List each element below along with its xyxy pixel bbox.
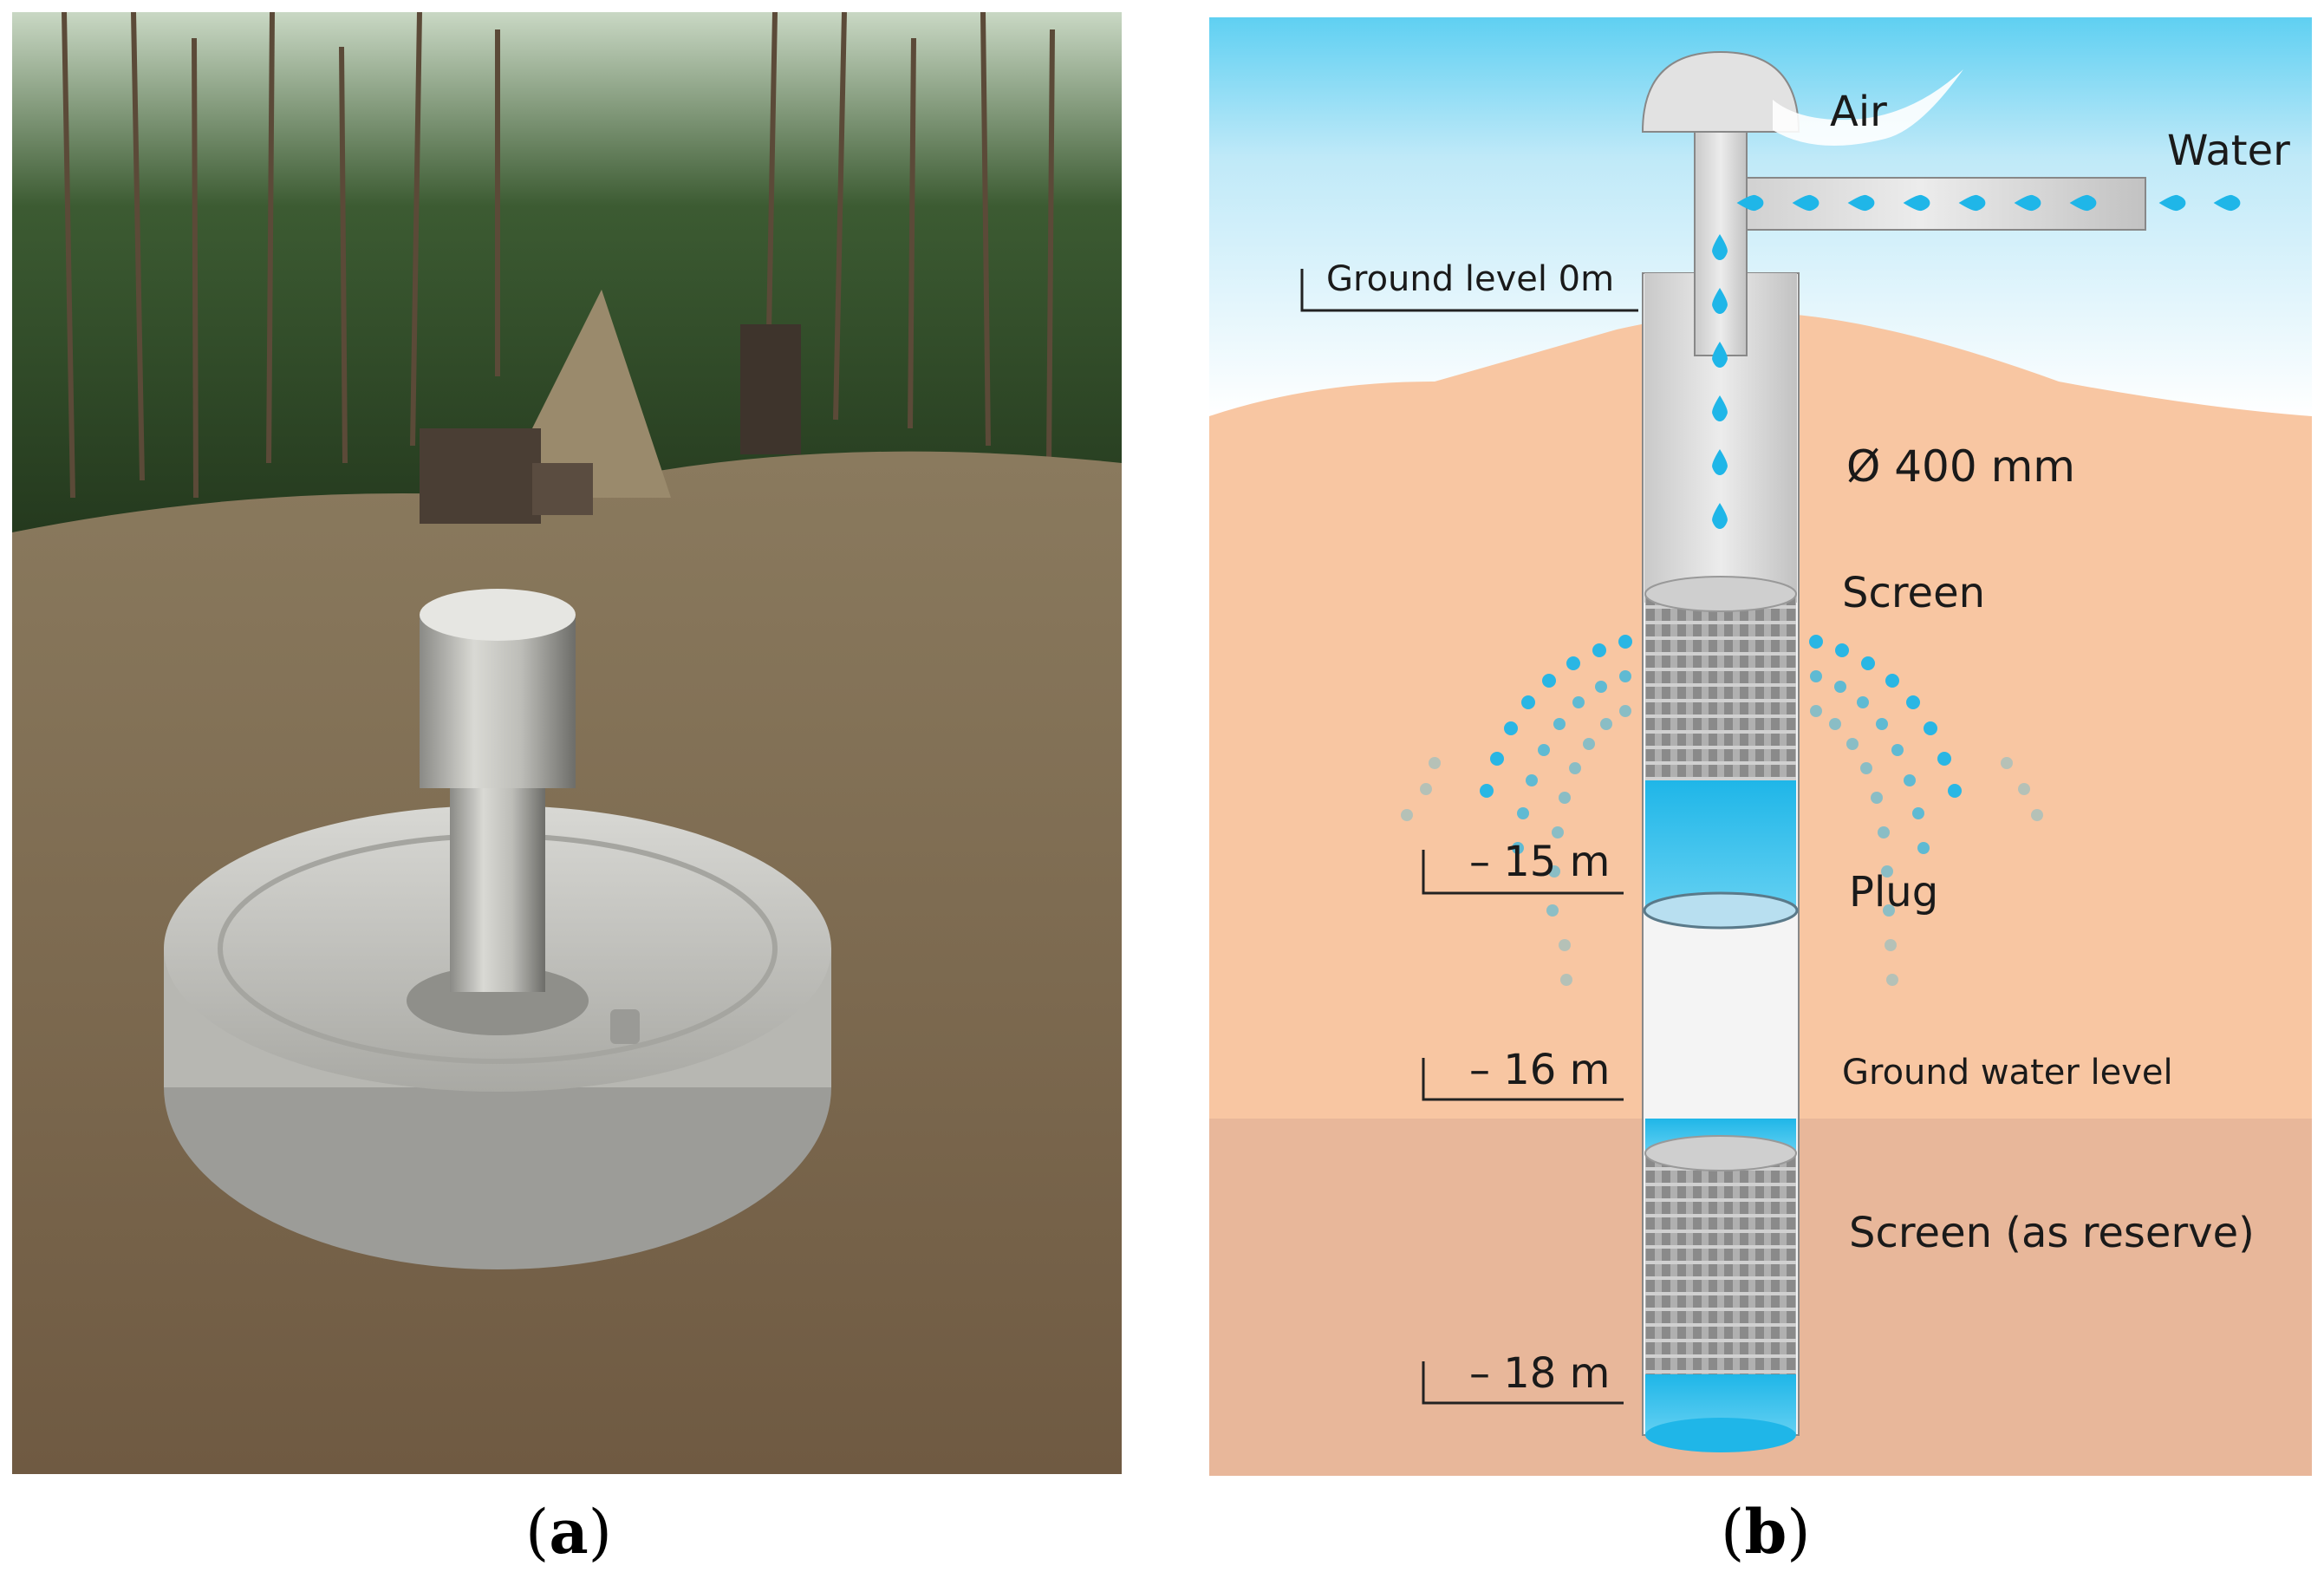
label-ground-water-level: Ground water level	[1842, 1053, 2173, 1093]
distant-box-small	[532, 463, 593, 515]
distant-box	[420, 428, 541, 524]
caption-a: (a)	[525, 1496, 612, 1568]
depth-brackets	[1300, 269, 1638, 1405]
well-diagram-svg: Air Water Ground level 0m Ø 400 mm Scree…	[1209, 17, 2312, 1476]
label-diameter: Ø 400 mm	[1846, 441, 2075, 492]
well-diagram: Air Water Ground level 0m Ø 400 mm Scree…	[1209, 17, 2312, 1476]
label-depth-16: – 16 m	[1469, 1046, 1610, 1094]
screen-upper	[1645, 594, 1796, 780]
label-depth-15: – 15 m	[1469, 838, 1610, 886]
tree-trunks	[62, 11, 1055, 499]
well-photo	[12, 11, 1122, 1474]
photo-panel	[12, 11, 1122, 1474]
padlock-icon	[610, 1009, 640, 1044]
label-air: Air	[1830, 88, 1887, 136]
label-depth-18: – 18 m	[1469, 1349, 1610, 1398]
screen-reserve	[1645, 1153, 1796, 1374]
air-flow-icon	[1773, 69, 1963, 146]
plug	[1643, 891, 1799, 930]
infiltration-drops	[1401, 635, 2043, 986]
distant-cabinet	[740, 324, 801, 454]
label-plug: Plug	[1849, 868, 1938, 917]
label-water: Water	[2167, 127, 2290, 175]
steel-column-cap	[420, 615, 576, 788]
steel-column-lower	[450, 767, 545, 992]
label-screen: Screen	[1842, 569, 1985, 617]
caption-b: (b)	[1721, 1496, 1811, 1568]
label-screen-reserve: Screen (as reserve)	[1849, 1209, 2255, 1257]
water-column-upper	[1645, 780, 1796, 910]
air-vent-cap	[1641, 50, 1800, 133]
label-ground-level: Ground level 0m	[1326, 259, 1614, 299]
